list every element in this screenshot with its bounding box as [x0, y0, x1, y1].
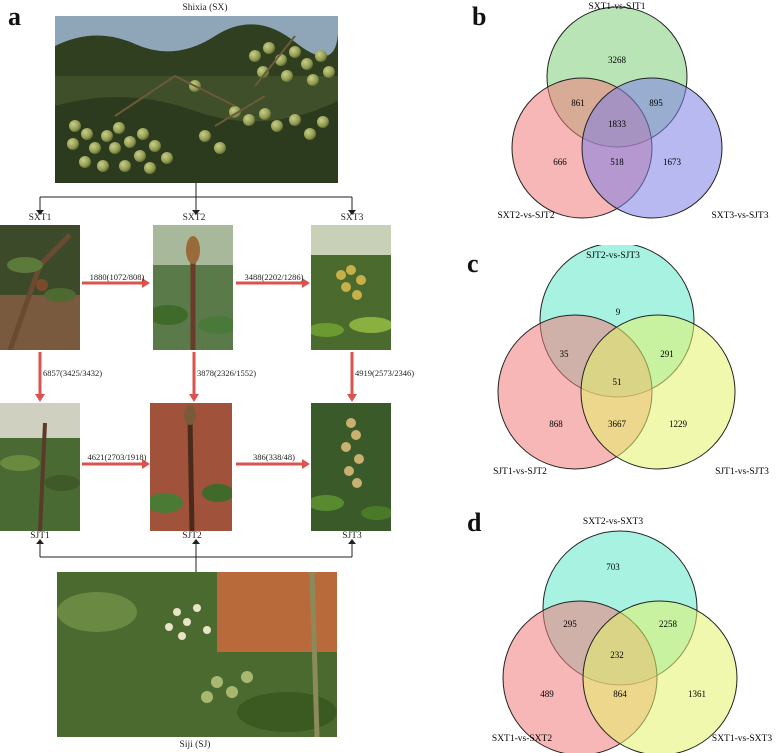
sjt1-photo — [0, 403, 80, 531]
venn-b-label-right: SXT3-vs-SJT3 — [711, 211, 768, 221]
sjt3-label: SJT3 — [342, 531, 362, 541]
sxt2-label: SXT2 — [182, 213, 206, 223]
sxt3-label: SXT3 — [340, 213, 364, 223]
sjt2-label: SJT2 — [182, 531, 202, 541]
venn-b-label-left: SXT2-vs-SJT2 — [497, 211, 554, 221]
venn-d-top-only: 703 — [606, 562, 620, 572]
venn-d-label-right: SXT1-vs-SXT3 — [712, 734, 772, 744]
siji-caption: Siji (SJ) — [179, 740, 211, 750]
venn-c-left-only: 868 — [549, 419, 563, 429]
venn-b-top-only: 3268 — [608, 55, 627, 65]
arrow-label-sxt3-sjt3: 4919(2573/2346) — [355, 368, 415, 378]
sjt1-label: SJT1 — [30, 531, 50, 541]
panel-label-a: a — [8, 2, 21, 31]
venn-c: SJT2-vs-SJT3 SJT1-vs-SJT2 SJT1-vs-SJT3 9… — [493, 245, 769, 477]
venn-d-top-left: 295 — [563, 619, 577, 629]
siji-photo — [57, 572, 337, 737]
panel-label-d: d — [467, 508, 482, 537]
arrow-label-sjt1-sjt2: 4621(2703/1918) — [87, 452, 147, 462]
sjt3-photo — [311, 403, 391, 531]
shixia-caption: Shixia (SX) — [182, 3, 228, 13]
venn-d-set-right — [582, 600, 738, 753]
arrow-label-sxt2-sxt3: 3488(2202/1286) — [244, 272, 304, 282]
shixia-photo — [55, 16, 338, 183]
venn-b-top-right: 895 — [649, 98, 663, 108]
venn-b-center: 1833 — [608, 119, 627, 129]
panel-label-c: c — [467, 249, 479, 278]
venn-c-center: 51 — [613, 377, 622, 387]
sxt1-photo — [0, 225, 80, 350]
venn-b-set-right — [581, 77, 723, 219]
venn-c-top-right: 291 — [660, 349, 674, 359]
venn-b-left-right: 518 — [610, 157, 624, 167]
venn-d-top-right: 2258 — [659, 619, 678, 629]
venn-c-label-right: SJT1-vs-SJT3 — [715, 467, 769, 477]
venn-c-right-only: 1229 — [669, 419, 688, 429]
venn-b-right-only: 1673 — [663, 157, 682, 167]
venn-c-label-top: SJT2-vs-SJT3 — [586, 251, 640, 261]
arrow-label-sjt2-sjt3: 386(338/48) — [252, 452, 296, 462]
panel-a-connectors — [35, 183, 357, 572]
venn-c-set-right — [580, 314, 736, 470]
arrow-label-sxt1-sjt1: 6857(3425/3432) — [43, 368, 103, 378]
venn-b-left-only: 666 — [553, 157, 567, 167]
sxt1-label: SXT1 — [28, 213, 52, 223]
venn-c-label-left: SJT1-vs-SJT2 — [493, 467, 547, 477]
venn-c-left-right: 3667 — [608, 419, 627, 429]
venn-c-top-left: 35 — [560, 349, 570, 359]
sxt3-photo — [311, 225, 391, 350]
panel-label-b: b — [472, 2, 487, 31]
venn-d: SXT2-vs-SXT3 SXT1-vs-SXT2 SXT1-vs-SXT3 7… — [492, 517, 772, 753]
venn-d-center: 232 — [610, 650, 624, 660]
venn-c-top-only: 9 — [616, 307, 621, 317]
venn-d-label-left: SXT1-vs-SXT2 — [492, 734, 552, 744]
venn-d-left-right: 864 — [613, 689, 627, 699]
arrow-label-sxt1-sxt2: 1880(1072/808) — [89, 272, 145, 282]
venn-b: SXT1-vs-SJT1 SXT2-vs-SJT2 SXT3-vs-SJT3 3… — [497, 2, 768, 221]
arrow-label-sxt2-sjt2: 3878(2326/1552) — [197, 368, 257, 378]
venn-d-right-only: 1361 — [688, 689, 706, 699]
venn-b-top-left: 861 — [571, 98, 585, 108]
venn-d-left-only: 489 — [540, 689, 554, 699]
venn-b-label-top: SXT1-vs-SJT1 — [588, 2, 645, 12]
sxt2-photo — [153, 225, 233, 350]
venn-d-label-top: SXT2-vs-SXT3 — [583, 517, 643, 527]
sjt2-photo — [150, 403, 232, 531]
